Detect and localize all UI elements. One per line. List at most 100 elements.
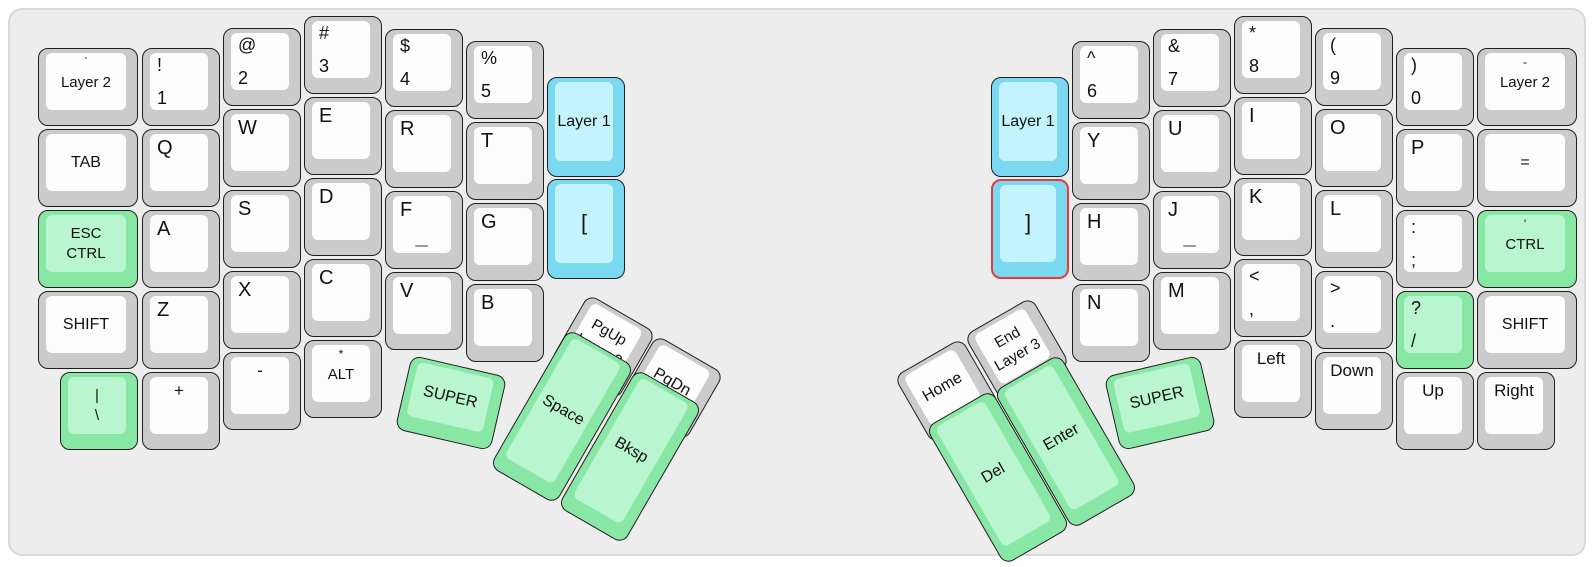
key-label: $ [400,36,411,56]
keycap-surface: SHIFT [46,296,126,353]
homing-bump-icon [415,244,428,247]
key-layer2-left[interactable]: `Layer 2 [38,48,138,126]
keycap-surface: &7 [1161,34,1219,91]
key-label: ^ [1087,48,1096,68]
key-label: U [1168,118,1183,140]
keycap-surface: Layer 1 [555,82,613,161]
key-shift-left[interactable]: SHIFT [38,291,138,369]
key-e[interactable]: E [304,97,382,175]
key-label: & [1168,36,1181,56]
key-shift-right[interactable]: SHIFT [1477,291,1577,369]
key-label: X [238,279,252,301]
key-label: # [319,23,330,43]
key-arrow-down[interactable]: Down [1315,352,1393,430]
keycap-surface: W [231,114,289,171]
key-arrow-up[interactable]: Up [1396,372,1474,450]
key-k[interactable]: K [1234,178,1312,256]
key-label: I [1249,105,1255,127]
key-ctrl-right[interactable]: 'CTRL [1477,210,1577,288]
key-layer1-right[interactable]: Layer 1 [991,77,1069,177]
keycap-surface: L [1323,195,1381,252]
key-equals[interactable]: = [1477,129,1577,207]
key-a[interactable]: A [142,210,220,288]
key-r[interactable]: R [385,110,463,188]
keycap-surface: Left [1242,345,1300,402]
key-label: 0 [1411,88,1422,108]
key-x[interactable]: X [223,271,301,349]
key-y[interactable]: Y [1072,122,1150,200]
key-m[interactable]: M [1153,272,1231,350]
key-label: F [400,199,413,221]
key-layer1-left[interactable]: Layer 1 [547,77,625,177]
key-colon-semicolon[interactable]: :; [1396,210,1474,288]
key-label: 1 [157,88,168,108]
key-g[interactable]: G [466,203,544,281]
key-label: = [1520,153,1530,171]
key-l[interactable]: L [1315,190,1393,268]
key-question-slash[interactable]: ?/ [1396,291,1474,369]
key-u[interactable]: U [1153,110,1231,188]
keycap-surface: K [1242,183,1300,240]
key-label: 2 [238,68,249,88]
keycap-surface: *ALT [312,345,370,402]
key-v[interactable]: V [385,272,463,350]
key-super-right[interactable]: SUPER [1103,354,1217,452]
keycap-surface: A [150,215,208,272]
key-amp-7[interactable]: &7 [1153,29,1231,107]
key-i[interactable]: I [1234,97,1312,175]
key-lt-comma[interactable]: <, [1234,259,1312,337]
keycap-surface: F [393,196,451,253]
key-gt-period[interactable]: >. [1315,271,1393,349]
key-dollar-4[interactable]: $4 [385,29,463,107]
key-alt[interactable]: *ALT [304,340,382,418]
key-at-2[interactable]: @2 [223,28,301,106]
keycap-surface: ?/ [1404,296,1462,353]
key-left-bracket[interactable]: [ [547,179,625,279]
key-minus[interactable]: - [223,352,301,430]
keycap-surface: S [231,195,289,252]
key-n[interactable]: N [1072,284,1150,362]
key-q[interactable]: Q [142,129,220,207]
key-lparen-9[interactable]: (9 [1315,28,1393,106]
key-label: + [174,381,184,400]
key-caret-6[interactable]: ^6 [1072,41,1150,119]
key-label: 8 [1249,56,1260,76]
key-label: C [319,267,334,289]
key-label: CTRL [66,244,106,262]
keycap-surface: %5 [474,46,532,103]
key-p[interactable]: P [1396,129,1474,207]
key-s[interactable]: S [223,190,301,268]
key-h[interactable]: H [1072,203,1150,281]
key-asterisk-8[interactable]: *8 [1234,16,1312,94]
keycap-surface: T [474,127,532,184]
key-z[interactable]: Z [142,291,220,369]
key-w[interactable]: W [223,109,301,187]
key-arrow-right[interactable]: Right [1477,372,1555,450]
key-t[interactable]: T [466,122,544,200]
key-plus[interactable]: + [142,372,220,450]
key-super-left[interactable]: SUPER [394,354,508,452]
key-o[interactable]: O [1315,109,1393,187]
key-c[interactable]: C [304,259,382,337]
keycap-surface: J [1161,196,1219,253]
key-exclam-1[interactable]: !1 [142,48,220,126]
key-f[interactable]: F [385,191,463,269]
key-rparen-0[interactable]: )0 [1396,48,1474,126]
key-hash-3[interactable]: #3 [304,16,382,94]
key-b[interactable]: B [466,284,544,362]
key-pipe-backslash[interactable]: |\ [60,372,138,450]
key-tab[interactable]: TAB [38,129,138,207]
key-percent-5[interactable]: %5 [466,41,544,119]
key-arrow-left[interactable]: Left [1234,340,1312,418]
key-layer2-right[interactable]: -Layer 2 [1477,48,1577,126]
key-j[interactable]: J [1153,191,1231,269]
keycap-surface: B [474,289,532,346]
key-label: L [1330,198,1342,220]
key-label: Q [157,137,173,159]
keycap-surface: ] [1000,185,1056,262]
key-right-bracket[interactable]: ] [991,179,1069,279]
key-d[interactable]: D [304,178,382,256]
key-label: Layer 1 [1001,112,1055,130]
keycap-surface: H [1080,208,1138,265]
